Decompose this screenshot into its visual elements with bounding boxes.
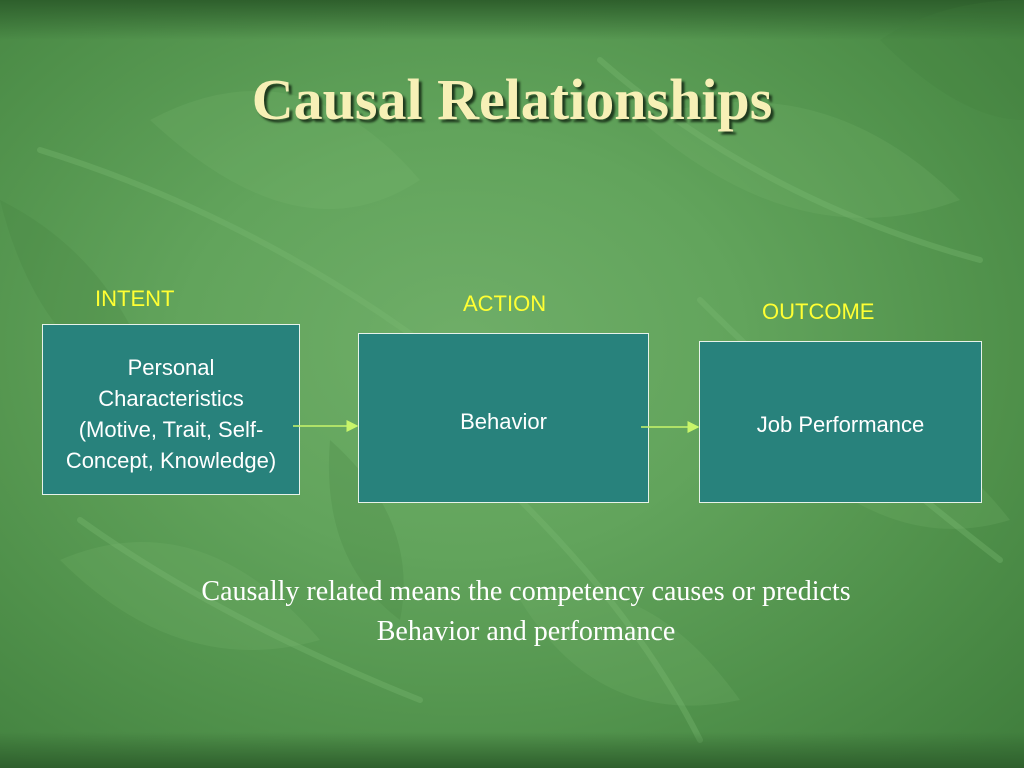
caption-line-1: Causally related means the competency ca… (201, 576, 851, 607)
intent-label: INTENT (95, 286, 175, 311)
personal-line-1: Personal (127, 355, 215, 380)
slide-title: Causal Relationships (251, 67, 773, 132)
job-performance-box: Job Performance (699, 341, 982, 503)
action-label: ACTION (463, 291, 547, 316)
caption-line-2: Behavior and performance (376, 616, 676, 647)
job-performance-text: Job Performance (756, 412, 925, 437)
personal-line-3: (Motive, Trait, Self- (78, 417, 264, 442)
personal-line-4: Concept, Knowledge) (65, 448, 277, 473)
caption: Causally related means the competency ca… (0, 572, 1024, 652)
personal-line-2: Characteristics (98, 386, 244, 411)
behavior-text: Behavior (460, 409, 547, 434)
personal-characteristics-box: Personal Characteristics (Motive, Trait,… (42, 324, 300, 495)
behavior-box: Behavior (358, 333, 649, 503)
outcome-label: OUTCOME (762, 299, 875, 324)
